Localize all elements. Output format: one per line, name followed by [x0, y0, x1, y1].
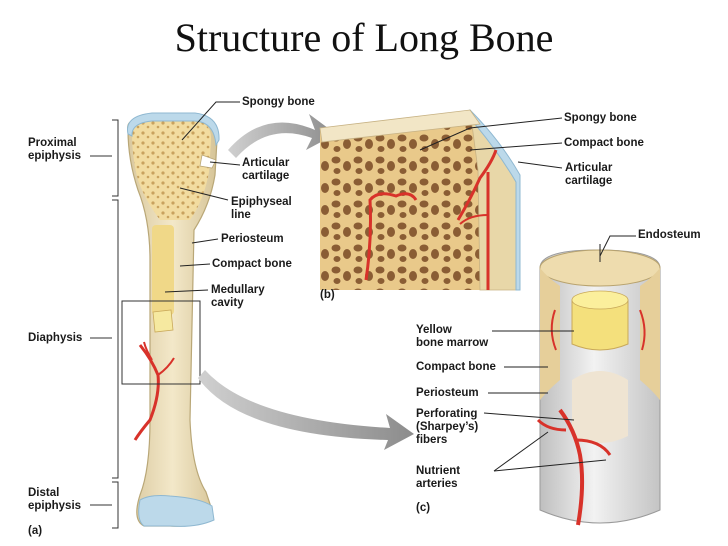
panel-b-label: (b) — [320, 289, 335, 301]
arrow-to-panel-b — [228, 114, 336, 158]
label-a-articular-cartilage: Articular cartilage — [242, 157, 290, 182]
label-a-medullary-cavity: Medullary cavity — [211, 284, 265, 309]
label-b-compact-bone: Compact bone — [564, 137, 644, 149]
label-a-compact-bone: Compact bone — [212, 258, 292, 270]
panel-a-label: (a) — [28, 525, 43, 537]
label-c-nutrient-arteries: Nutrient arteries — [416, 465, 461, 490]
label-diaphysis: Diaphysis — [28, 332, 83, 344]
leaders-panel-a — [164, 101, 241, 293]
label-c-periosteum: Periosteum — [416, 387, 479, 399]
label-proximal-epiphysis: Proximal epiphysis — [28, 137, 82, 162]
label-distal-epiphysis: Distal epiphysis — [28, 487, 82, 512]
region-brackets — [90, 119, 119, 529]
leaders-panel-c — [483, 235, 636, 472]
label-a-spongy-bone: Spongy bone — [242, 96, 315, 108]
label-a-periosteum: Periosteum — [221, 233, 284, 245]
label-c-endosteum: Endosteum — [638, 229, 701, 241]
label-a-epiphyseal-line: Epiphyseal line — [231, 196, 292, 221]
panel-c-illustration — [536, 244, 661, 526]
label-b-spongy-bone: Spongy bone — [564, 112, 637, 124]
page-title: Structure of Long Bone — [174, 15, 554, 60]
label-c-compact-bone: Compact bone — [416, 361, 496, 373]
arrow-to-panel-c — [198, 370, 414, 450]
label-c-yellow-bone-marrow: Yellow bone marrow — [416, 324, 489, 349]
label-c-perforating-fibers: Perforating (Sharpey’s) fibers — [416, 408, 479, 446]
leaders-panel-b — [419, 117, 563, 169]
long-bone-illustration — [121, 112, 220, 527]
panel-b-illustration — [319, 109, 521, 291]
panel-c-label: (c) — [416, 502, 431, 514]
label-b-articular-cartilage: Articular cartilage — [565, 162, 613, 187]
